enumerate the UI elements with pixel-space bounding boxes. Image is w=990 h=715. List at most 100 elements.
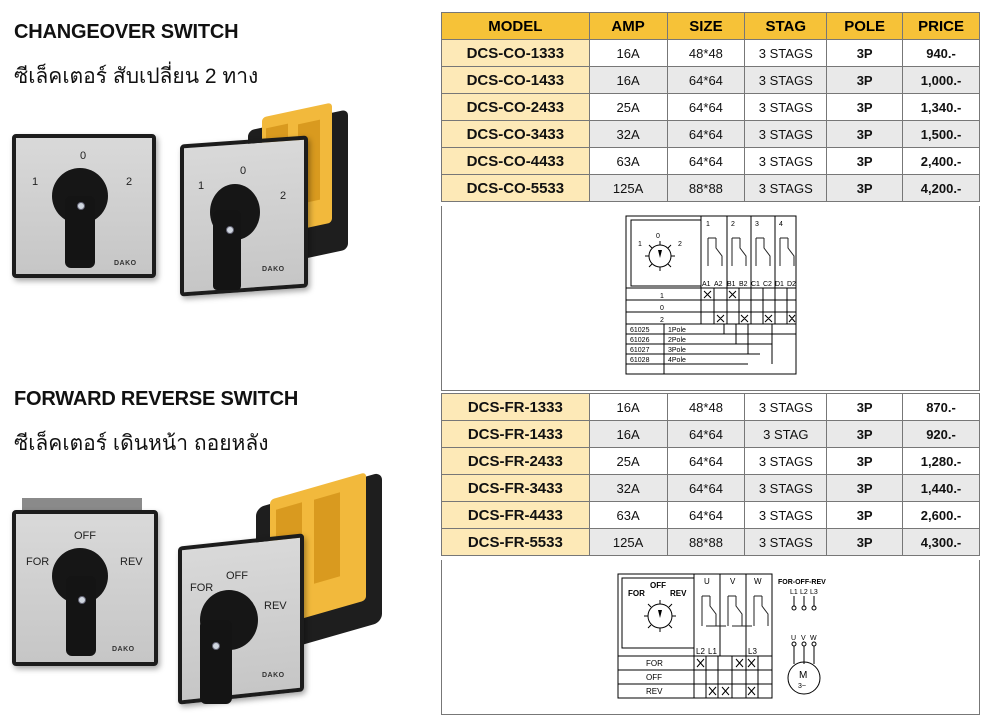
price-cell: 1,000.-	[902, 66, 980, 94]
model-cell: DCS-CO-1333	[441, 39, 590, 67]
size-cell: 88*88	[666, 174, 746, 202]
header-amp: AMP	[588, 12, 668, 40]
model-cell: DCS-CO-4433	[441, 147, 590, 175]
position-label: 0	[240, 165, 247, 177]
header-stag: STAG	[744, 12, 828, 40]
stage-label: 4	[779, 221, 783, 228]
code-number: 61027	[630, 347, 650, 354]
amp-cell: 16A	[588, 393, 668, 421]
amp-cell: 25A	[588, 93, 668, 121]
price-cell: 870.-	[902, 393, 980, 421]
amp-cell: 125A	[588, 174, 668, 202]
position-row-label: OFF	[646, 673, 662, 682]
model-cell: DCS-CO-2433	[441, 93, 590, 121]
terminal-label: A1	[702, 281, 711, 288]
position-label: OFF	[74, 530, 96, 542]
size-cell: 48*48	[666, 39, 746, 67]
amp-cell: 32A	[588, 474, 668, 502]
amp-cell: 125A	[588, 528, 668, 556]
pole-cell: 3P	[826, 393, 904, 421]
stage-label: 1	[706, 221, 710, 228]
forward-reverse-subtitle: ซีเล็คเตอร์ เดินหน้า ถอยหลัง	[14, 432, 269, 455]
price-cell: 2,600.-	[902, 501, 980, 529]
changeover-price-table: MODEL AMP SIZE STAG POLE PRICE DCS-CO-13…	[441, 12, 980, 202]
motor-terminal-label: W	[810, 635, 817, 642]
amp-cell: 16A	[588, 66, 668, 94]
position-row-label: 0	[660, 305, 664, 312]
knob-label: REV	[670, 589, 687, 598]
terminal-label: D1	[775, 281, 784, 288]
stag-cell: 3 STAGS	[744, 501, 828, 529]
amp-cell: 16A	[588, 39, 668, 67]
code-label: 3Pole	[668, 347, 686, 354]
price-cell: 2,400.-	[902, 147, 980, 175]
position-row-label: FOR	[646, 659, 663, 668]
position-label: OFF	[226, 570, 248, 582]
position-label: 1	[32, 176, 39, 188]
motor-phase-label: 3~	[798, 683, 806, 690]
bottom-terminal-label: L3	[748, 647, 757, 656]
position-label: 2	[126, 176, 133, 188]
code-number: 61025	[630, 327, 650, 334]
pole-cell: 3P	[826, 174, 904, 202]
amp-cell: 63A	[588, 501, 668, 529]
knob-label: FOR	[628, 589, 645, 598]
knob-label: 1	[638, 241, 642, 248]
terminal-label: D2	[787, 281, 796, 288]
stag-cell: 3 STAGS	[744, 120, 828, 148]
price-cell: 920.-	[902, 420, 980, 448]
motor-terminal-label: U	[791, 635, 796, 642]
model-cell: DCS-FR-1433	[441, 420, 590, 448]
price-cell: 1,440.-	[902, 474, 980, 502]
input-label: L3	[810, 589, 818, 596]
stag-cell: 3 STAGS	[744, 393, 828, 421]
pole-cell: 3P	[826, 93, 904, 121]
brand-logo: DAKO	[112, 646, 135, 653]
position-label: REV	[264, 600, 287, 612]
forward-reverse-wiring-diagram: FOR OFF REV U V W FOR-OFF-REV L1 L2 L3 U…	[441, 560, 980, 715]
size-cell: 64*64	[666, 420, 746, 448]
header-pole: POLE	[826, 12, 904, 40]
input-label: L2	[800, 589, 808, 596]
knob-label: 2	[678, 241, 682, 248]
size-cell: 64*64	[666, 447, 746, 475]
size-cell: 64*64	[666, 66, 746, 94]
pole-cell: 3P	[826, 447, 904, 475]
stage-label: 3	[755, 221, 759, 228]
diagram-caption: FOR-OFF-REV	[778, 579, 826, 586]
size-cell: 64*64	[666, 147, 746, 175]
input-label: L1	[790, 589, 798, 596]
header-size: SIZE	[666, 12, 746, 40]
model-cell: DCS-FR-2433	[441, 447, 590, 475]
model-cell: DCS-CO-3433	[441, 120, 590, 148]
amp-cell: 32A	[588, 120, 668, 148]
position-row-label: 2	[660, 317, 664, 324]
code-label: 2Pole	[668, 337, 686, 344]
amp-cell: 25A	[588, 447, 668, 475]
position-row-label: REV	[646, 687, 663, 696]
terminal-label: C2	[763, 281, 772, 288]
brand-logo: DAKO	[262, 672, 285, 679]
model-cell: DCS-CO-5533	[441, 174, 590, 202]
stag-cell: 3 STAGS	[744, 39, 828, 67]
size-cell: 88*88	[666, 528, 746, 556]
size-cell: 48*48	[666, 393, 746, 421]
position-label: FOR	[26, 556, 50, 568]
stag-cell: 3 STAGS	[744, 93, 828, 121]
stage-label: 2	[731, 221, 735, 228]
position-label: 2	[280, 190, 287, 202]
code-label: 4Pole	[668, 357, 686, 364]
terminal-label: B2	[739, 281, 748, 288]
position-row-label: 1	[660, 293, 664, 300]
terminal-label: A2	[714, 281, 723, 288]
size-cell: 64*64	[666, 93, 746, 121]
stag-cell: 3 STAG	[744, 420, 828, 448]
stag-cell: 3 STAGS	[744, 528, 828, 556]
code-label: 1Pole	[668, 327, 686, 334]
